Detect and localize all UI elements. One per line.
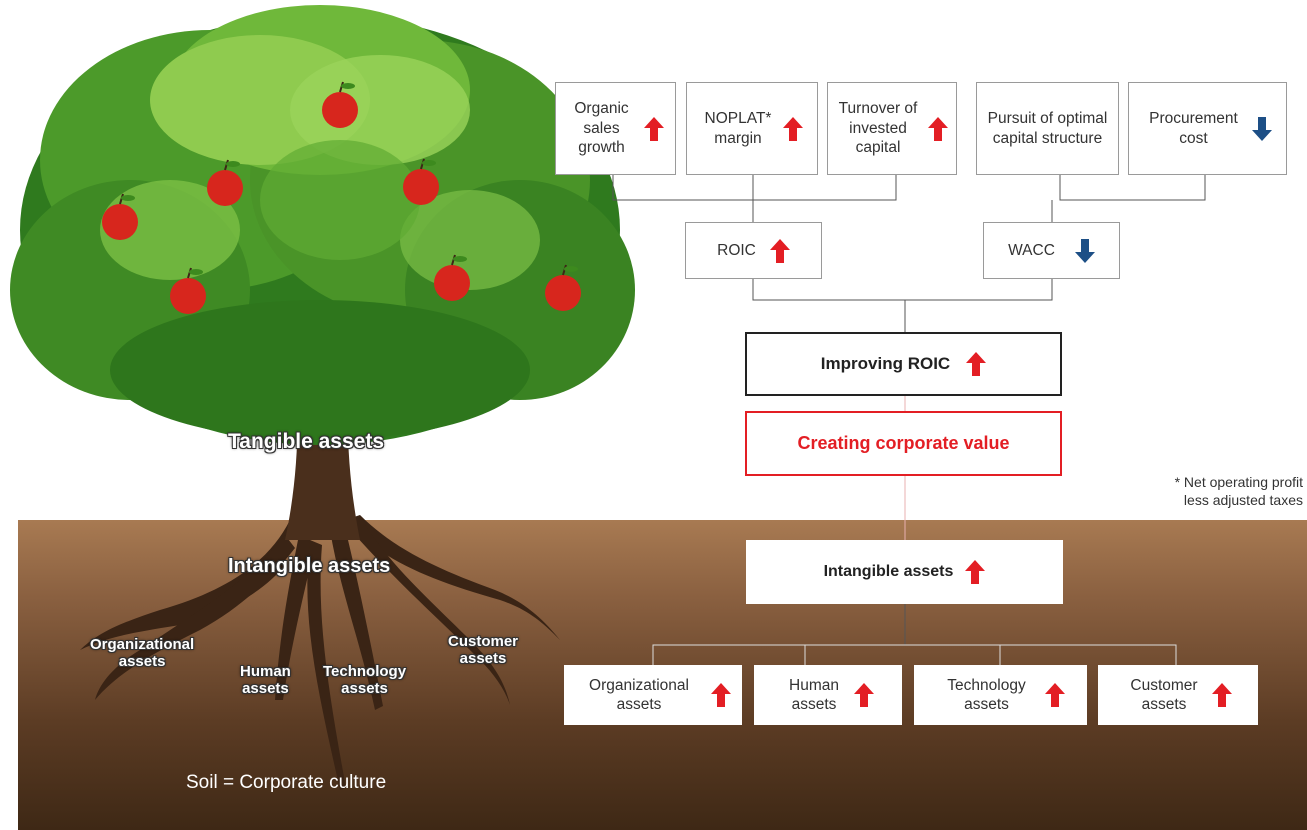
apple-icon (170, 267, 206, 314)
turnover-invested-capital-label: Turnover of invested capital (838, 100, 918, 157)
intangible-assets-label: Intangible assets (228, 555, 391, 577)
organic-sales-growth-label: Organic sales growth (574, 100, 629, 157)
apple-icon (322, 81, 358, 128)
improving-roic-box: Improving ROIC (745, 332, 1062, 396)
human-assets-label: Human assets (789, 676, 839, 713)
up-arrow-icon (928, 116, 948, 141)
up-arrow-icon (643, 116, 664, 141)
human-assets-box: Human assets (754, 665, 902, 725)
tree-illustration (10, 5, 635, 790)
apple-icon (207, 159, 243, 206)
organizational-assets-box: Organizational assets (564, 665, 742, 725)
root-label-customer: Customer assets (448, 633, 519, 667)
organic-sales-growth-box: Organic sales growth (555, 82, 676, 175)
up-arrow-icon (769, 238, 790, 263)
optimal-capital-structure-box: Pursuit of optimal capital structure (976, 82, 1119, 175)
down-arrow-icon (1074, 238, 1095, 263)
roic-label: ROIC (717, 241, 756, 259)
up-arrow-icon (966, 352, 987, 376)
up-arrow-icon (965, 560, 986, 584)
roic-box: ROIC (685, 222, 822, 279)
creating-corporate-value-box: Creating corporate value (745, 411, 1062, 476)
root-label-technology: Technology assets (323, 663, 407, 697)
procurement-cost-label: Procurement cost (1149, 110, 1238, 147)
up-arrow-icon (854, 683, 874, 707)
soil-caption: Soil = Corporate culture (186, 772, 387, 793)
intangible-assets-box-label: Intangible assets (823, 563, 954, 580)
apple-icon (102, 193, 138, 240)
footnote-line-2: less adjusted taxes (1183, 492, 1303, 509)
up-arrow-icon (1044, 683, 1065, 707)
turnover-invested-capital-box: Turnover of invested capital (827, 82, 957, 175)
customer-assets-box: Customer assets (1098, 665, 1258, 725)
footnote-line-1: * Net operating profit (1174, 474, 1303, 490)
wacc-box: WACC (983, 222, 1120, 279)
noplat-margin-label: NOPLAT* margin (704, 110, 772, 147)
tree-roots (80, 515, 560, 790)
root-label-organizational: Organizational assets (90, 636, 195, 670)
apples (102, 81, 581, 314)
intangible-assets-box: Intangible assets (746, 540, 1063, 604)
improving-roic-label: Improving ROIC (820, 354, 951, 374)
wacc-label: WACC (1008, 241, 1055, 259)
down-arrow-icon (1251, 116, 1272, 141)
procurement-cost-box: Procurement cost (1128, 82, 1287, 175)
footnote: * Net operating profit less adjusted tax… (1175, 473, 1303, 509)
apple-icon (403, 158, 439, 205)
creating-corporate-value-label: Creating corporate value (797, 433, 1010, 454)
organizational-assets-label: Organizational assets (589, 676, 689, 713)
noplat-margin-box: NOPLAT* margin (686, 82, 818, 175)
root-label-human: Human assets (240, 663, 291, 697)
optimal-capital-structure-label: Pursuit of optimal capital structure (987, 110, 1108, 147)
customer-assets-label: Customer assets (1130, 676, 1198, 713)
up-arrow-icon (711, 683, 731, 707)
up-arrow-icon (1212, 683, 1232, 707)
tangible-assets-label: Tangible assets (228, 430, 385, 453)
technology-assets-box: Technology assets (914, 665, 1087, 725)
up-arrow-icon (783, 116, 803, 141)
apple-icon (434, 254, 470, 301)
apple-icon (545, 264, 581, 311)
technology-assets-label: Technology assets (947, 676, 1026, 713)
